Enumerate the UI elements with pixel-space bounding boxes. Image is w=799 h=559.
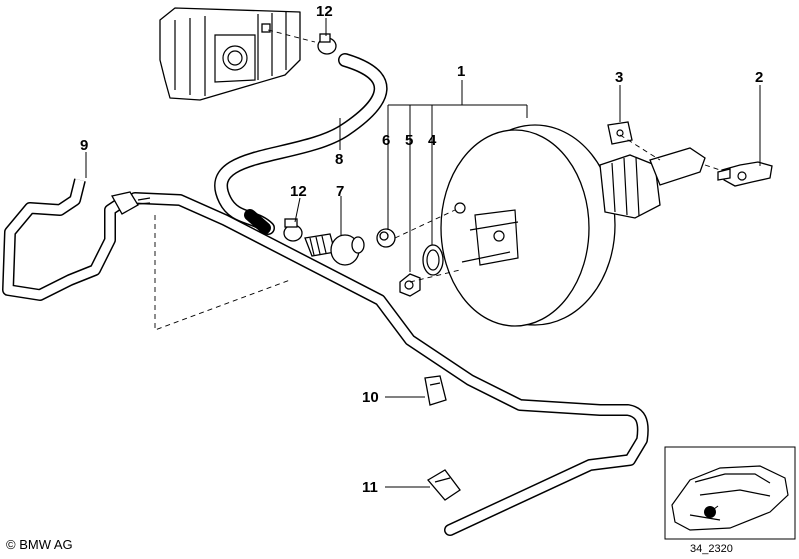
callout-10: 10 — [362, 389, 379, 406]
clip-11 — [427, 469, 461, 501]
callout-6: 6 — [382, 132, 390, 149]
vehicle-location-inset — [664, 446, 796, 540]
callout-12-middle: 12 — [290, 183, 307, 200]
copyright-label: © BMW AG — [6, 537, 73, 552]
callout-7: 7 — [336, 183, 344, 200]
callout-3: 3 — [615, 69, 623, 86]
drawing-number: 34_2320 — [690, 543, 733, 555]
o-ring-4 — [422, 244, 444, 276]
callout-12-top: 12 — [316, 3, 333, 20]
hose-clamp-12-middle — [283, 218, 303, 242]
brake-booster-1 — [440, 124, 661, 327]
clip-10 — [424, 375, 447, 406]
clevis-and-pin-2 — [649, 147, 773, 187]
callout-4: 4 — [428, 132, 437, 149]
bracket-3 — [607, 121, 633, 145]
hose-clamp-12-top — [317, 33, 337, 55]
dashed-reference-lines — [154, 29, 721, 331]
leader-lines — [85, 18, 761, 488]
callout-2: 2 — [755, 69, 763, 86]
callout-1: 1 — [457, 63, 465, 80]
grommet-6 — [376, 228, 396, 248]
intake-manifold — [159, 7, 301, 101]
check-valve-7 — [304, 233, 365, 266]
callout-5: 5 — [405, 132, 413, 149]
vacuum-line-9 — [2, 178, 649, 536]
callout-8: 8 — [335, 151, 343, 168]
callout-9: 9 — [80, 137, 88, 154]
nut-5 — [399, 273, 421, 297]
callout-11: 11 — [362, 479, 378, 496]
vacuum-hose-8 — [214, 53, 388, 235]
